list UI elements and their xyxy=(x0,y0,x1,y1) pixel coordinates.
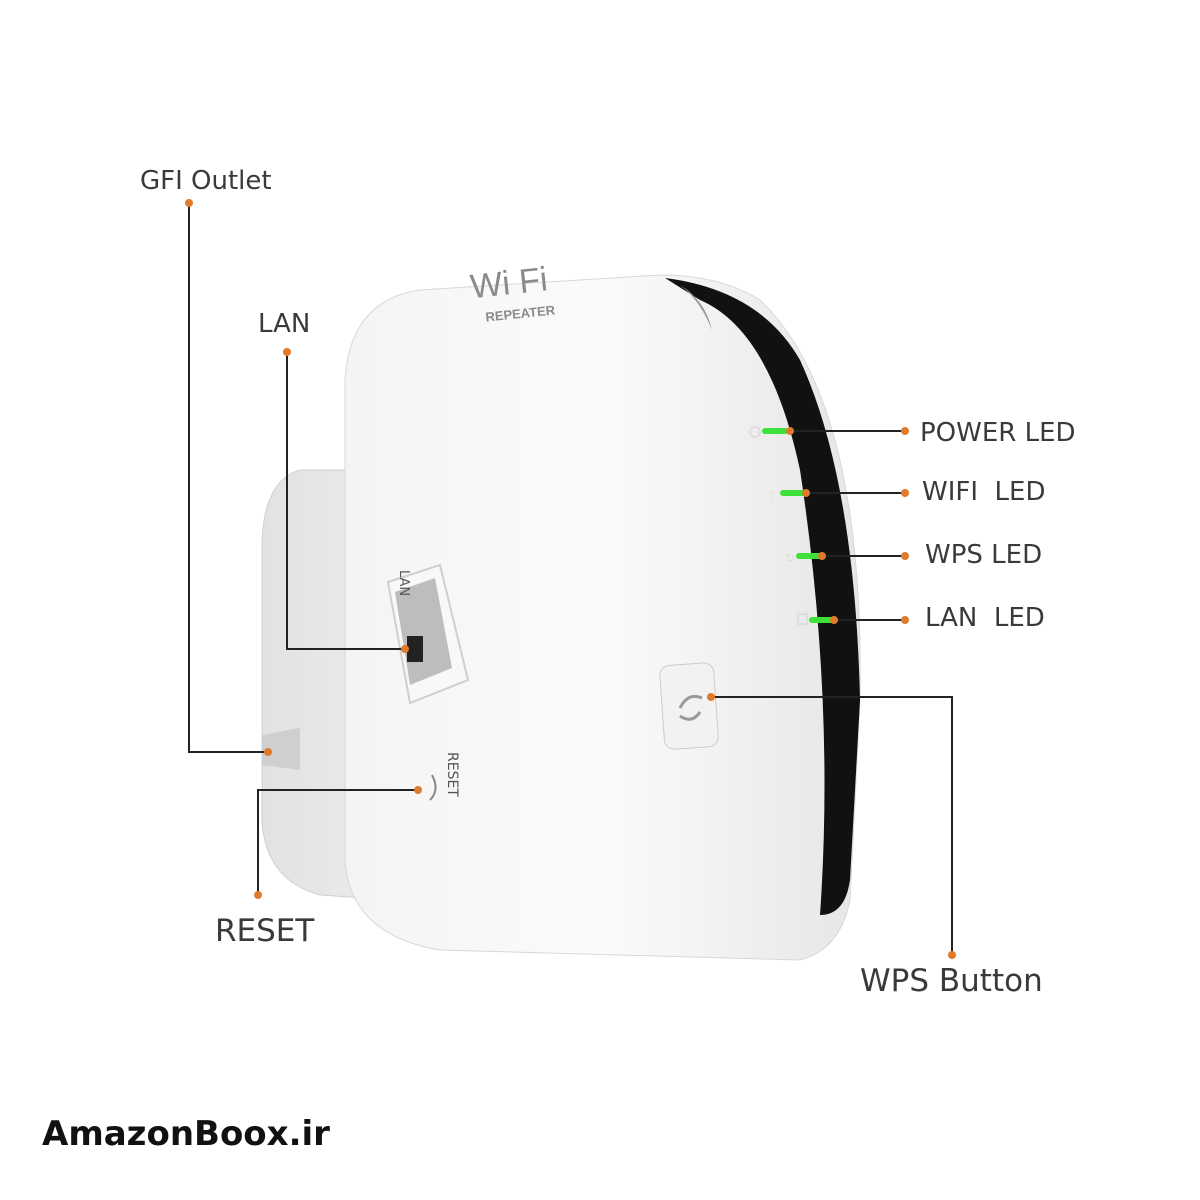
lan-led xyxy=(809,617,834,623)
power-icon xyxy=(749,426,761,438)
callout-dots xyxy=(185,199,956,959)
logo-repeater: REPEATER xyxy=(485,302,557,324)
wps-button[interactable] xyxy=(659,662,719,750)
reset-hole xyxy=(429,774,437,801)
power-led xyxy=(762,428,788,434)
wifi-led xyxy=(780,490,806,496)
label-power-led: POWER LED xyxy=(920,418,1076,448)
port-label: LAN xyxy=(396,570,411,596)
wifi-icon: ᛘ xyxy=(768,489,775,503)
led-indicators: ᛘ ↻ xyxy=(749,426,834,625)
watermark-site: AmazonBoox.ir xyxy=(42,1114,330,1154)
label-reset: RESET xyxy=(215,913,315,949)
label-wps-button: WPS Button xyxy=(860,963,1043,999)
wps-led xyxy=(796,553,822,559)
callout-lines xyxy=(188,203,953,955)
label-wps-led: WPS LED xyxy=(925,540,1043,570)
label-wifi-led: WIFI LED xyxy=(922,477,1046,507)
plug-pin-icon xyxy=(262,728,300,770)
lan-icon xyxy=(797,613,808,625)
label-lan-led: LAN LED xyxy=(925,603,1045,633)
reset-label: RESET xyxy=(444,752,460,797)
device-body xyxy=(344,274,861,961)
label-gfi-outlet: GFI Outlet xyxy=(140,166,272,196)
device-side-panel xyxy=(665,278,860,915)
wps-icon: ↻ xyxy=(785,551,795,565)
logo-wifi: Wi Fi xyxy=(468,260,549,306)
label-lan: LAN xyxy=(258,309,311,339)
